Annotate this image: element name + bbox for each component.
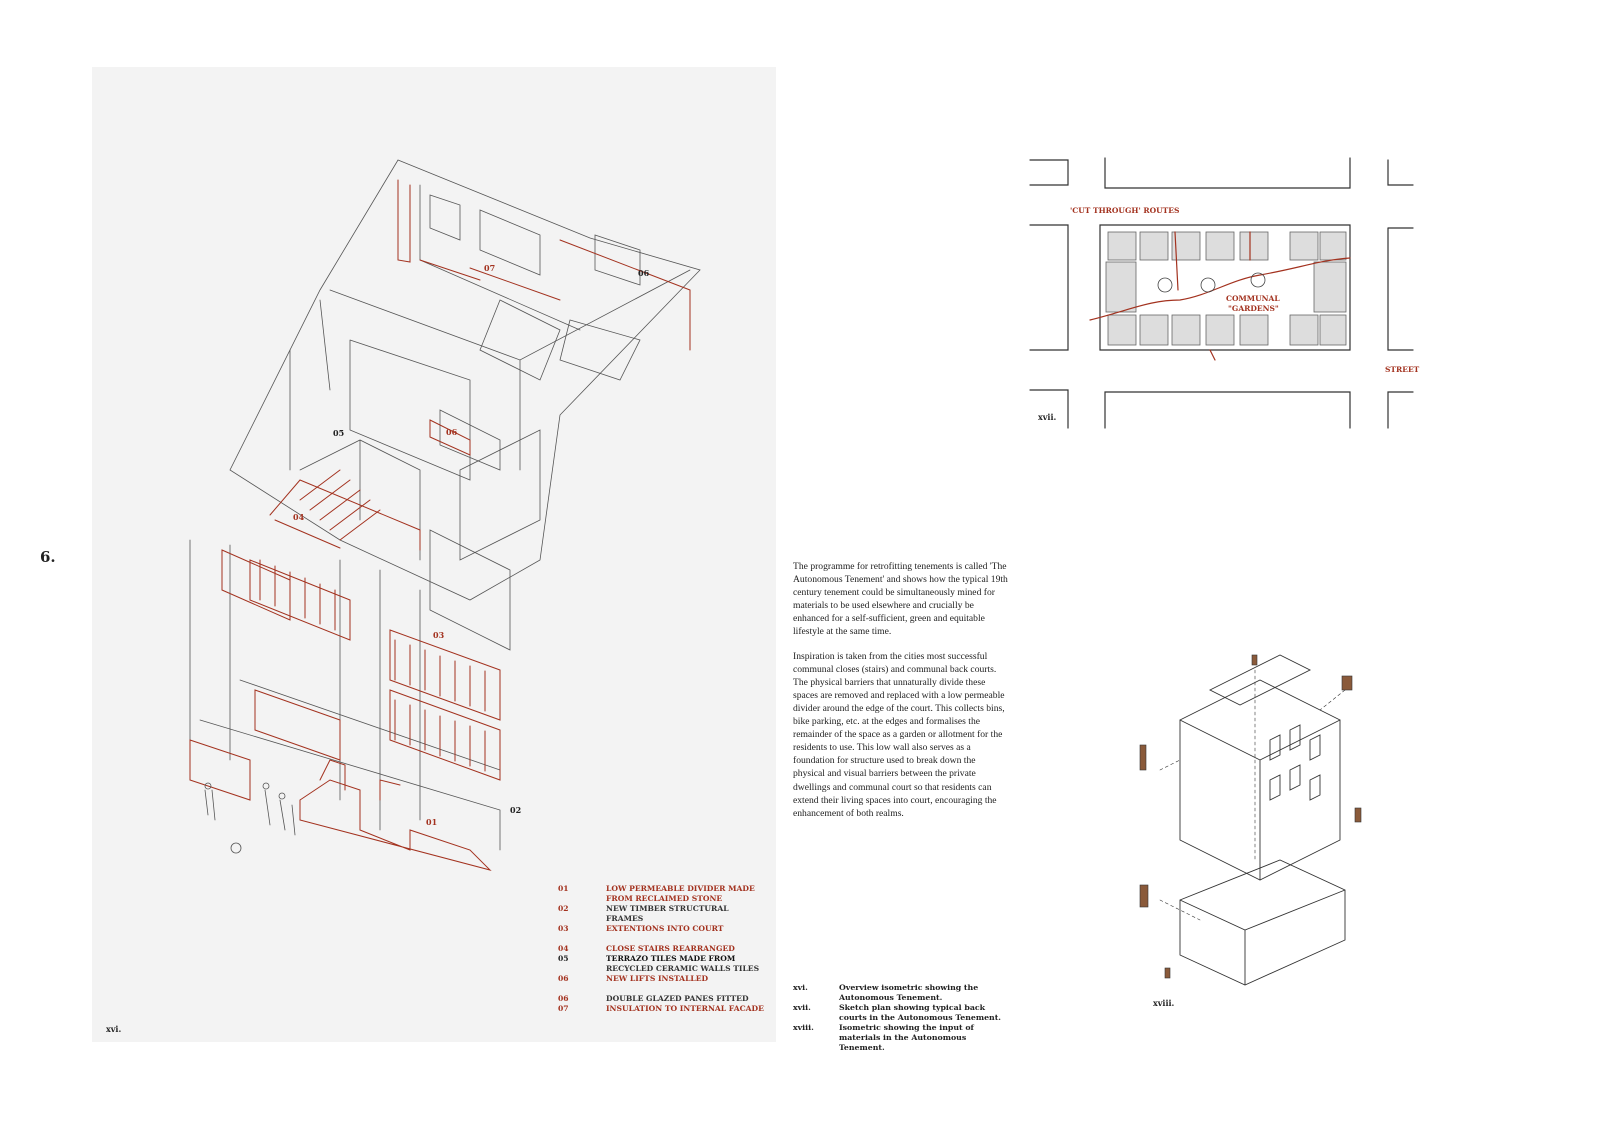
tag-06b: 06: [446, 427, 458, 437]
legend-num: 01: [558, 884, 569, 893]
legend-text: NEW TIMBER STRUCTURAL FRAMES: [606, 904, 729, 923]
caption-text: Overview isometric showing the Autonomou…: [839, 983, 979, 1002]
tag-07: 07: [484, 263, 496, 273]
tag-05: 05: [333, 428, 345, 438]
caption-text: Sketch plan showing typical back courts …: [839, 1003, 1002, 1022]
legend-text: TERRAZO TILES MADE FROM: [606, 954, 736, 963]
legend-num: 07: [558, 1004, 569, 1013]
tag-02: 02: [510, 805, 522, 815]
legend-num: 03: [558, 924, 569, 933]
legend-text: NEW LIFTS INSTALLED: [606, 974, 709, 983]
legend-text: EXTENTIONS INTO COURT: [606, 924, 724, 933]
caption-key: xvii.: [793, 1003, 811, 1012]
figure-label-xvi: xvi.: [106, 1024, 122, 1034]
figure-label-xviii: xviii.: [1153, 998, 1175, 1008]
tag-04: 04: [293, 512, 305, 522]
caption-text: Isometric showing the input of materials…: [839, 1023, 974, 1052]
paragraph-2: Inspiration is taken from the cities mos…: [793, 650, 1005, 819]
plan-label-street: STREET: [1385, 365, 1420, 374]
legend-text: DOUBLE GLAZED PANES FITTED: [606, 994, 749, 1003]
tag-01: 01: [426, 817, 438, 827]
legend-text: LOW PERMEABLE DIVIDER MADE FROM RECLAIME…: [606, 884, 755, 903]
caption-key: xviii.: [793, 1023, 814, 1032]
legend-num: 06: [558, 974, 569, 983]
page-number: 6.: [40, 548, 56, 566]
caption-key: xvi.: [793, 983, 808, 992]
legend-num: 05: [558, 954, 569, 963]
body-text: The programme for retrofitting tenements…: [793, 560, 1008, 831]
figure-label-xvii: xvii.: [1038, 412, 1057, 422]
legend-num: 02: [558, 904, 569, 913]
legend-text: INSULATION TO INTERNAL FACADE: [606, 1004, 764, 1013]
plan-label-routes: 'CUT THROUGH' ROUTES: [1070, 206, 1180, 215]
figure-captions: xvi. Overview isometric showing the Auton…: [793, 983, 1013, 1053]
tag-03: 03: [433, 630, 445, 640]
legend-num: 04: [558, 944, 569, 953]
paragraph-1: The programme for retrofitting tenements…: [793, 561, 1008, 638]
legend: 01 LOW PERMEABLE DIVIDER MADE FROM RECLAI…: [558, 884, 766, 1014]
legend-text: CLOSE STAIRS REARRANGED: [606, 944, 735, 953]
legend-num: 06: [558, 994, 569, 1003]
plan-label-gardens: "GARDENS": [1228, 304, 1279, 313]
plan-label-communal: COMMUNAL: [1226, 294, 1280, 303]
tag-06a: 06: [638, 268, 650, 278]
legend-text: RECYCLED CERAMIC WALLS TILES: [606, 964, 760, 973]
